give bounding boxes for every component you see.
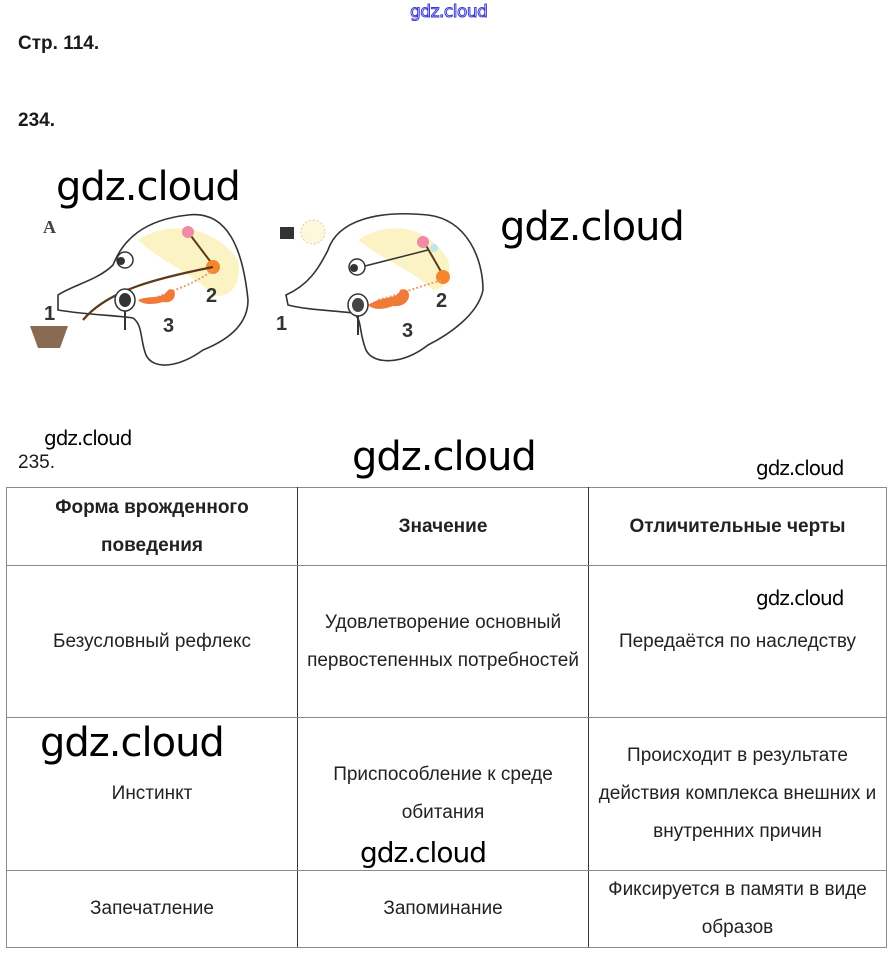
lamp-icon — [280, 227, 294, 239]
cell-form: Безусловный рефлекс — [6, 565, 298, 718]
label-2-left: 2 — [206, 285, 217, 307]
table-row: Инстинкт Приспособление к среде обитания… — [6, 717, 887, 871]
dog-head-left: А 1 2 3 — [30, 213, 249, 366]
cell-meaning: Приспособление к среде обитания — [297, 717, 589, 871]
dog-head-right: 1 2 3 — [276, 212, 484, 362]
watermark: gdz.cloud — [360, 836, 487, 869]
label-1-right: 1 — [276, 313, 287, 335]
cell-form: Запечатление — [6, 870, 298, 948]
header-form: Форма врожденного поведения — [6, 487, 298, 566]
table-header-row: Форма врожденного поведения Значение Отл… — [6, 487, 887, 566]
label-3-right: 3 — [402, 320, 413, 342]
task-234-number: 234. — [18, 110, 55, 131]
page-label: Стр. 114. — [18, 33, 100, 54]
table-row: Безусловный рефлекс Удовлетворение основ… — [6, 565, 887, 718]
watermark-top: gdz.cloud — [409, 2, 488, 23]
reflex-diagram: А 1 2 3 1 2 3 — [30, 212, 484, 366]
watermark: gdz.cloud — [44, 426, 132, 450]
cell-meaning: Запоминание — [297, 870, 589, 948]
task-235-number: 235. — [18, 452, 55, 473]
header-features: Отличительные черты — [588, 487, 887, 566]
label-2-right: 2 — [436, 290, 447, 312]
watermark: gdz.cloud — [756, 586, 844, 610]
behavior-table: Форма врожденного поведения Значение Отл… — [6, 487, 887, 948]
header-meaning: Значение — [297, 487, 589, 566]
watermark: gdz.cloud — [40, 720, 225, 766]
cell-features: Происходит в результате действия комплек… — [588, 717, 887, 871]
label-3-left: 3 — [163, 315, 174, 337]
watermark: gdz.cloud — [756, 456, 844, 480]
cell-features: Фиксируется в памяти в виде образов — [588, 870, 887, 948]
label-1-left: 1 — [44, 303, 55, 325]
watermark: gdz.cloud — [352, 434, 537, 480]
watermark: gdz.cloud — [500, 204, 685, 250]
cell-features: Передаётся по наследству — [588, 565, 887, 718]
cell-meaning: Удовлетворение основный первостепенных п… — [297, 565, 589, 718]
panel-label: А — [43, 217, 56, 237]
cell-form: Инстинкт — [6, 717, 298, 871]
watermark: gdz.cloud — [56, 164, 241, 210]
table-row: Запечатление Запоминание Фиксируется в п… — [6, 870, 887, 948]
